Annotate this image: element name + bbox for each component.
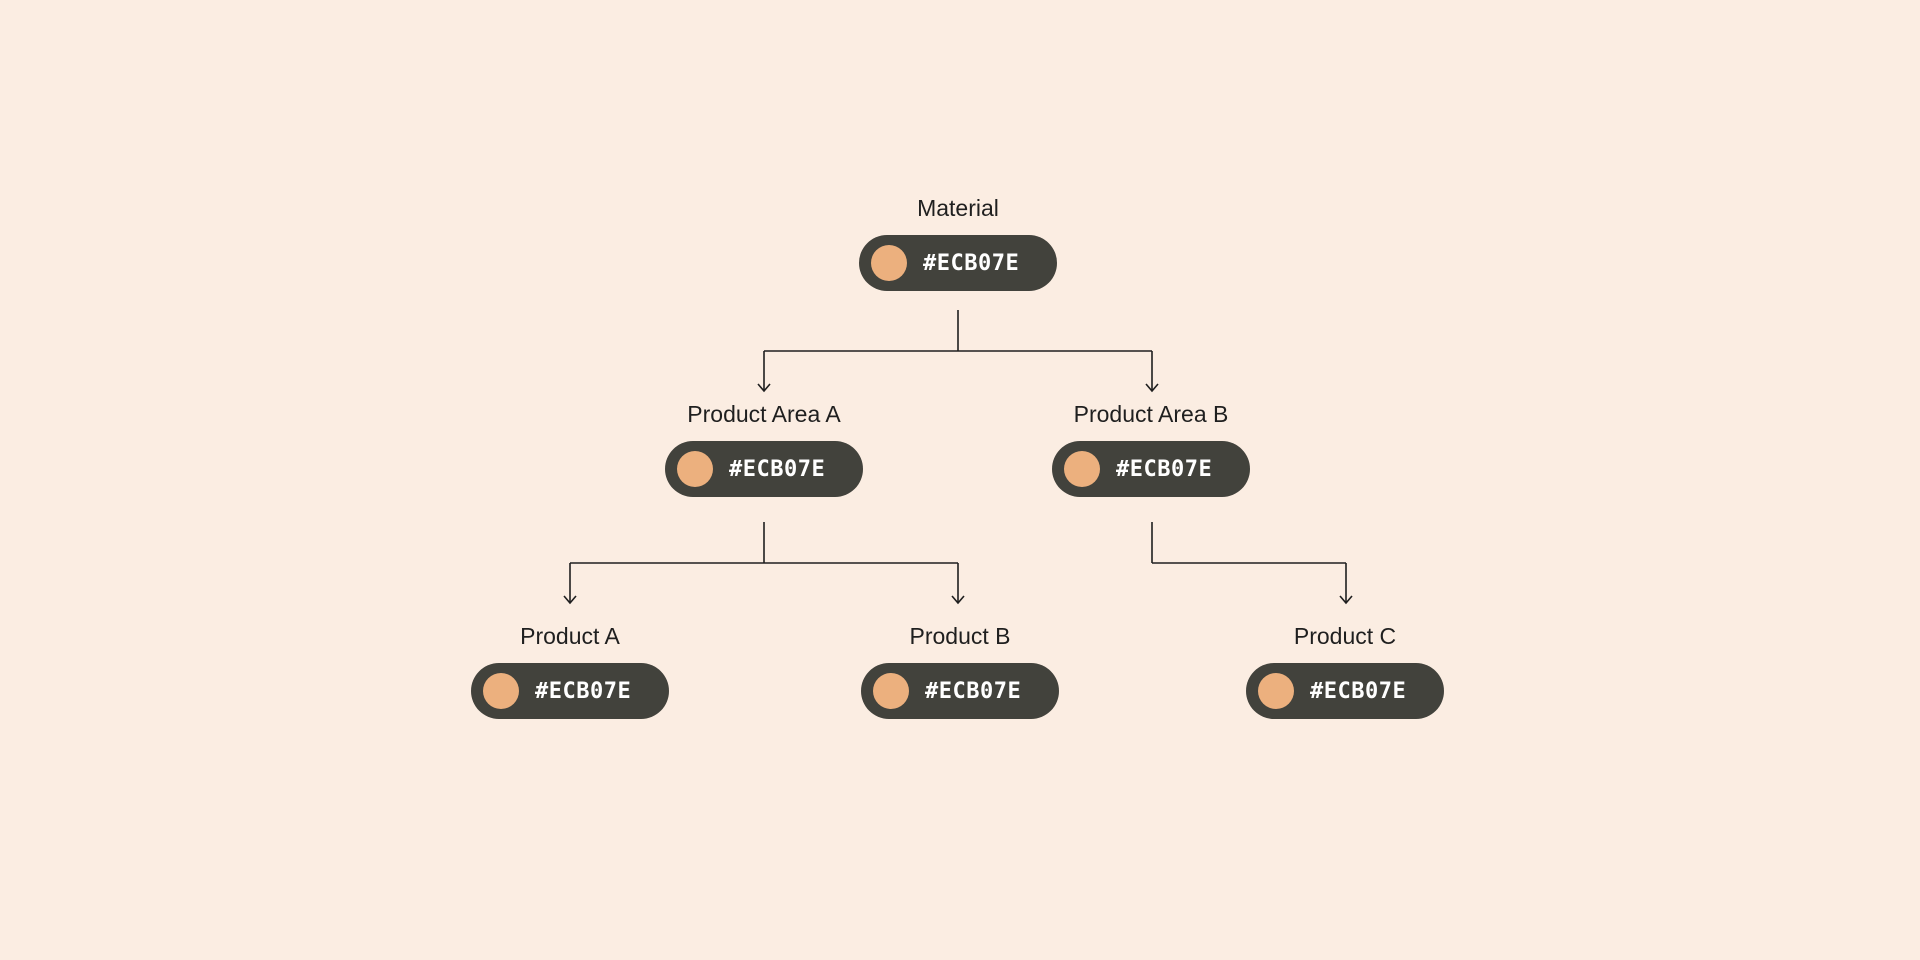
color-hex-value: #ECB07E — [535, 678, 632, 704]
arrowhead-product-a — [563, 595, 577, 605]
color-token-pill: #ECB07E — [1246, 663, 1444, 719]
color-swatch — [873, 673, 909, 709]
color-swatch — [1258, 673, 1294, 709]
arrowhead-area-b — [1145, 383, 1159, 393]
color-swatch — [871, 245, 907, 281]
node-product-area-b: Product Area B #ECB07E — [1052, 400, 1250, 497]
color-hex-value: #ECB07E — [1310, 678, 1407, 704]
node-product-b: Product B #ECB07E — [861, 622, 1059, 719]
color-hex-value: #ECB07E — [1116, 456, 1213, 482]
color-token-pill: #ECB07E — [1052, 441, 1250, 497]
node-label: Product C — [1293, 623, 1397, 649]
node-product-a: Product A #ECB07E — [471, 622, 669, 719]
node-product-area-a: Product Area A #ECB07E — [665, 400, 863, 497]
color-swatch — [1064, 451, 1100, 487]
color-hex-value: #ECB07E — [729, 456, 826, 482]
color-hex-value: #ECB07E — [925, 678, 1022, 704]
node-label: Product A — [520, 623, 620, 649]
color-hex-value: #ECB07E — [923, 250, 1020, 276]
color-swatch — [677, 451, 713, 487]
color-token-pill: #ECB07E — [665, 441, 863, 497]
node-label: Product Area A — [687, 401, 841, 427]
node-label: Material — [917, 195, 999, 221]
color-swatch — [483, 673, 519, 709]
node-material: Material #ECB07E — [859, 194, 1057, 291]
node-label: Product Area B — [1073, 401, 1229, 427]
node-product-c: Product C #ECB07E — [1246, 622, 1444, 719]
arrowhead-product-b — [951, 595, 965, 605]
color-token-pill: #ECB07E — [859, 235, 1057, 291]
arrowhead-product-c — [1339, 595, 1353, 605]
arrowhead-area-a — [757, 383, 771, 393]
color-token-pill: #ECB07E — [861, 663, 1059, 719]
color-token-pill: #ECB07E — [471, 663, 669, 719]
node-label: Product B — [909, 623, 1011, 649]
